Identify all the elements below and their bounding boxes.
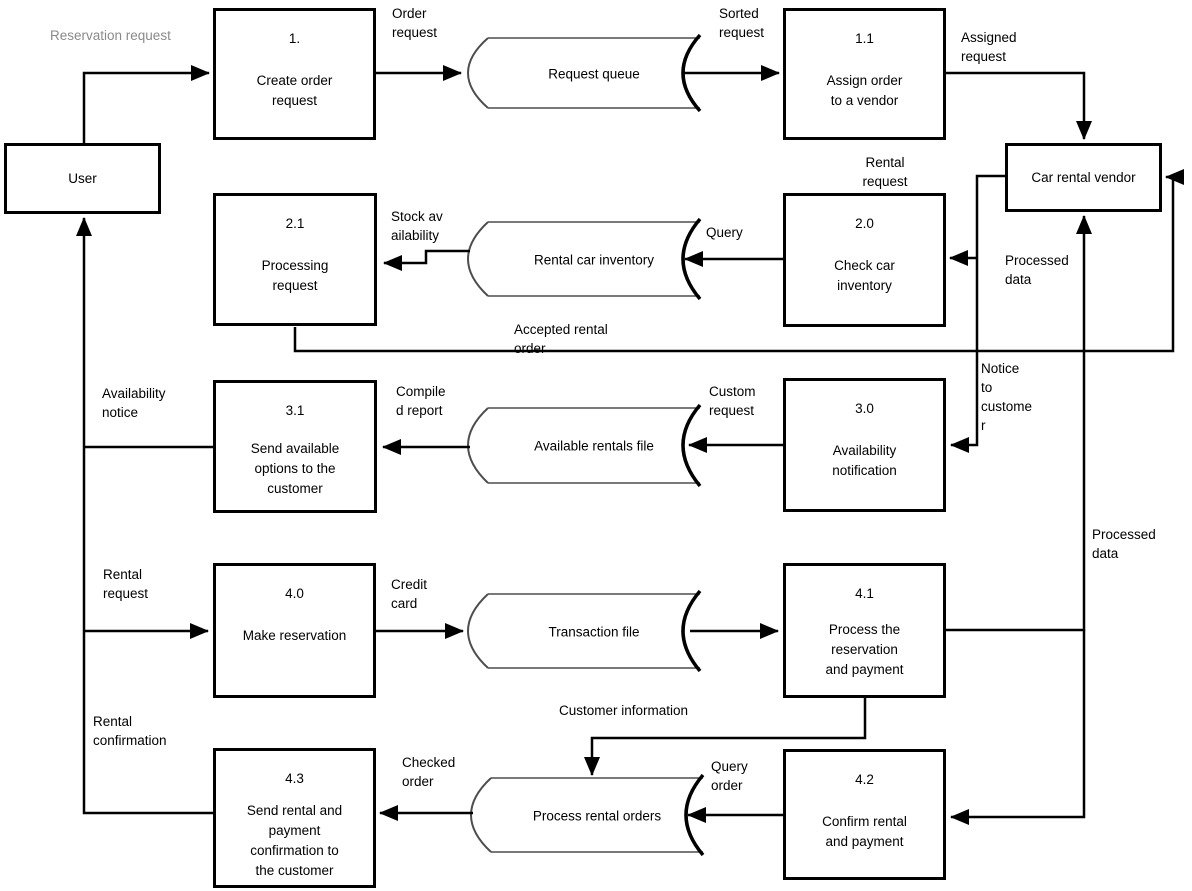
flow-p11-to-vendor <box>944 71 1092 140</box>
process-number: 3.1 <box>285 403 305 418</box>
flow-label-stock-availability: Stock av ailability <box>391 209 443 243</box>
process-name: Send available options to the customer <box>250 441 340 496</box>
flow-label-notice-to-customer: Notice to custome r <box>981 361 1033 433</box>
flow-label-rental-request-vendor: Rental request <box>862 155 908 189</box>
flow-user-to-p1 <box>82 65 210 143</box>
store-rental-car-inventory-label: Rental car inventory <box>533 252 655 268</box>
process-number: 4.1 <box>855 586 874 601</box>
process-number: 2.1 <box>285 216 305 231</box>
process-name: Create order request <box>256 73 333 108</box>
process-3-0-availability-notification: 3.0 Availability notification <box>783 378 946 512</box>
process-1-create-order-request: 1. Create order request <box>213 8 376 140</box>
process-number: 1. <box>288 31 301 46</box>
process-4-2-confirm-rental-payment: 4.2 Confirm rental and payment <box>783 749 946 880</box>
flow-label-assigned-request: Assigned request <box>961 30 1017 64</box>
flow-label-credit-card: Credit card <box>391 577 428 611</box>
flow-label-query-order: Query order <box>711 759 748 793</box>
process-number: 1.1 <box>855 31 874 46</box>
process-4-0-make-reservation: 4.0 Make reservation <box>213 563 376 698</box>
process-number: 4.3 <box>285 771 304 786</box>
process-name: Availability notification <box>832 443 897 478</box>
flow-label-sorted-request: Sorted request <box>719 6 765 40</box>
process-number: 2.0 <box>855 216 874 231</box>
flow-label-checked-order: Checked order <box>402 755 456 789</box>
store-request-queue-label: Request queue <box>548 66 640 82</box>
process-name: Confirm rental and payment <box>822 814 907 849</box>
flow-label-rental-request-user: Rental request <box>103 567 149 601</box>
process-name: Assign order to a vendor <box>826 73 903 108</box>
entity-user: User <box>4 143 161 214</box>
process-name: Processing request <box>261 258 329 293</box>
process-1-1-assign-order-to-vendor: 1.1 Assign order to a vendor <box>783 8 946 140</box>
process-number: 4.2 <box>855 772 874 787</box>
flow-label-custom-request: Custom request <box>709 384 756 418</box>
flow-label-reservation-request: Reservation request <box>50 28 171 43</box>
store-available-rentals-file-label: Available rentals file <box>534 438 654 454</box>
entity-car-rental-vendor-label: Car rental vendor <box>1031 170 1136 185</box>
flow-inventory-to-p21 <box>383 249 470 271</box>
store-process-rental-orders-label: Process rental orders <box>532 808 662 824</box>
flow-junction-to-p42 <box>950 630 1086 825</box>
process-name: Process the reservation and payment <box>825 622 904 677</box>
flow-label-processed-data-vendor: Processed data <box>1005 253 1069 287</box>
flow-label-accepted-rental-order: Accepted rental order <box>514 322 608 356</box>
flow-label-rental-confirmation: Rental confirmation <box>93 714 167 748</box>
process-4-3-send-rental-payment-confirmation: 4.3 Send rental and payment confirmation… <box>213 748 376 888</box>
process-name: Send rental and payment confirmation to … <box>246 803 343 878</box>
process-name: Make reservation <box>242 628 347 643</box>
flow-label-compiled-report: Compile d report <box>396 384 446 418</box>
process-number: 4.0 <box>285 586 304 601</box>
process-name: Check car inventory <box>834 258 895 293</box>
flow-label-customer-information: Customer information <box>559 703 689 718</box>
flow-label-availability-notice: Availability notice <box>102 386 166 420</box>
flow-label-order-request: Order request <box>392 6 438 40</box>
process-number: 3.0 <box>855 401 874 416</box>
store-transaction-file-label: Transaction file <box>548 624 640 640</box>
flow-label-query: Query <box>706 225 743 240</box>
process-4-1-process-reservation-payment: 4.1 Process the reservation and payment <box>783 563 946 698</box>
process-2-0-check-car-inventory: 2.0 Check car inventory <box>783 193 946 327</box>
entity-user-label: User <box>68 171 97 186</box>
process-2-1-processing-request: 2.1 Processing request <box>213 193 377 326</box>
flow-label-processed-data-payment: Processed data <box>1092 527 1156 561</box>
process-3-1-send-available-options: 3.1 Send available options to the custom… <box>213 380 377 513</box>
entity-car-rental-vendor: Car rental vendor <box>1005 143 1162 212</box>
